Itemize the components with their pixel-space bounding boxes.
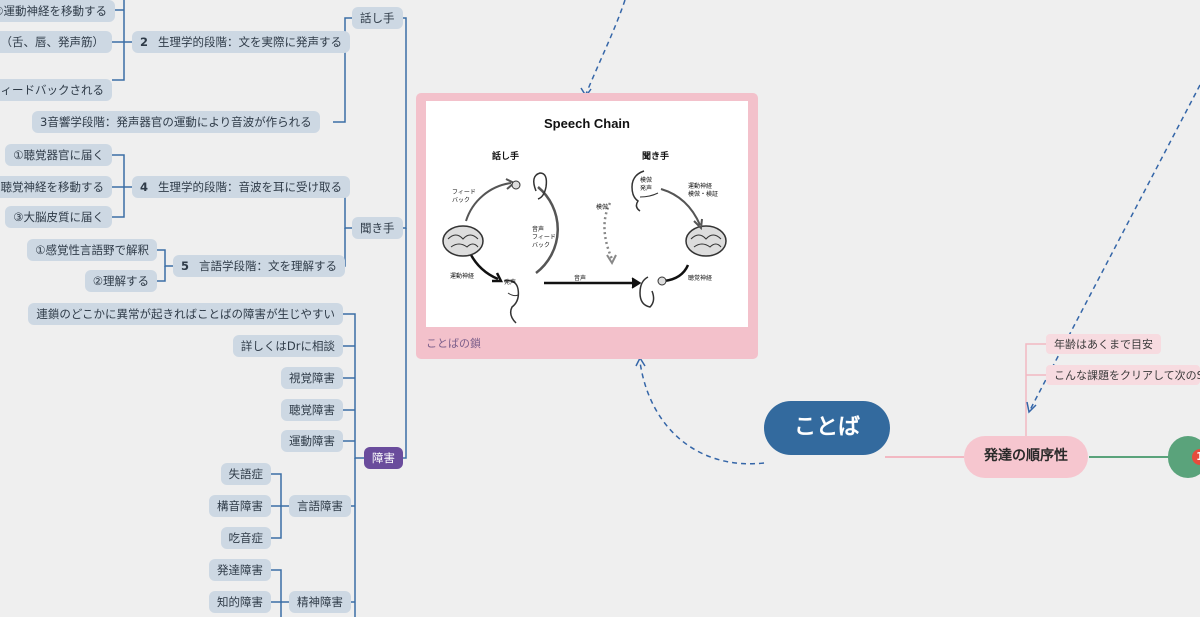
stage4-num: 4 bbox=[140, 180, 149, 194]
number-badge-icon: 1 bbox=[1192, 449, 1200, 465]
figure-title: Speech Chain bbox=[544, 116, 630, 131]
speaker-node[interactable]: 話し手 bbox=[352, 7, 403, 29]
green-topic-node[interactable]: 1 bbox=[1168, 436, 1200, 478]
development-note-tasks[interactable]: こんな課題をクリアして次のS bbox=[1046, 365, 1200, 385]
speech-chain-image-node[interactable]: Speech Chain 話し手 聞き手 bbox=[416, 93, 758, 359]
figure-sound-feedback-line3: バック bbox=[532, 242, 551, 249]
stage2-node[interactable]: 2 生理学的段階：文を実際に発声する bbox=[132, 31, 351, 53]
speaker-item-feedback[interactable]: フィードバックされる bbox=[0, 79, 112, 101]
language-item-articulation[interactable]: 構音障害 bbox=[209, 495, 271, 517]
figure-feedback: フィード バック bbox=[452, 189, 476, 205]
figure-motor-verify-line1: 運動神経 bbox=[688, 183, 713, 190]
disorder-item-visual[interactable]: 視覚障害 bbox=[281, 367, 343, 389]
figure-sound: 音声 bbox=[574, 275, 587, 282]
stage3-node[interactable]: 3音響学段階：発声器官の運動により音波が作られる bbox=[32, 111, 320, 133]
speech-chain-diagram bbox=[442, 170, 727, 324]
figure-speaker-label: 話し手 bbox=[492, 152, 520, 162]
figure-sound-feedback: 音声 フィード バック bbox=[532, 226, 556, 250]
language-disorder-node[interactable]: 言語障害 bbox=[289, 495, 351, 517]
mental-item-intellectual[interactable]: 知的障害 bbox=[209, 591, 271, 613]
disorder-item-chain[interactable]: 連鎖のどこかに異常が起きればことばの障害が生じやすい bbox=[28, 303, 343, 325]
figure-feedback-line2: バック bbox=[452, 197, 471, 204]
stage4-item-3[interactable]: ③大脳皮質に届く bbox=[5, 206, 112, 228]
stage4-item-2[interactable]: り聴覚神経を移動する bbox=[0, 176, 112, 198]
figure-imitation-voice-line1: 模倣 bbox=[640, 177, 653, 184]
figure-sound-feedback-line2: フィード bbox=[532, 234, 556, 241]
stage5-node[interactable]: 5 言語学段階：文を理解する bbox=[173, 255, 346, 277]
stage2-label: 生理学的段階：文を実際に発声する bbox=[158, 35, 343, 49]
development-note-age[interactable]: 年齢はあくまで目安 bbox=[1046, 334, 1161, 354]
speaker-item-motor[interactable]: ②運動神経を移動する bbox=[0, 0, 115, 22]
figure-imitation-voice: 模倣 発声 bbox=[640, 177, 652, 193]
image-caption: ことばの鎖 bbox=[426, 337, 481, 350]
language-item-stuttering[interactable]: 吃音症 bbox=[220, 527, 271, 549]
figure-auditory-nerve: 聴覚神経 bbox=[688, 275, 713, 282]
central-topic[interactable]: ことば bbox=[764, 401, 891, 455]
mental-item-developmental[interactable]: 発達障害 bbox=[209, 559, 271, 581]
figure-motor-verify: 運動神経 模倣・検証 bbox=[688, 183, 718, 199]
figure-motor-nerve: 運動神経 bbox=[450, 273, 475, 280]
figure-motor-verify-line2: 模倣・検証 bbox=[688, 191, 719, 198]
figure-listener-label: 聞き手 bbox=[642, 152, 670, 162]
stage4-label: 生理学的段階：音波を耳に受け取る bbox=[158, 180, 343, 194]
figure-imitation: 模倣 bbox=[596, 204, 609, 211]
stage2-num: 2 bbox=[140, 35, 149, 49]
stage4-node[interactable]: 4 生理学的段階：音波を耳に受け取る bbox=[132, 176, 351, 198]
figure-feedback-line1: フィード bbox=[452, 189, 476, 196]
stage5-num: 5 bbox=[181, 259, 190, 273]
figure-sound-feedback-line1: 音声 bbox=[532, 226, 545, 233]
development-order-node[interactable]: 発達の順序性 bbox=[964, 436, 1088, 478]
stage5-label: 言語学段階：文を理解する bbox=[199, 259, 338, 273]
listener-node[interactable]: 聞き手 bbox=[352, 217, 403, 239]
disorder-item-doctor[interactable]: 詳しくはDrに相談 bbox=[232, 335, 343, 357]
stage5-item-2[interactable]: ②理解する bbox=[84, 270, 157, 292]
stage5-item-1[interactable]: ①感覚性言語野で解釈 bbox=[27, 239, 157, 261]
figure-imitation-voice-line2: 発声 bbox=[640, 185, 653, 192]
speaker-item-organs[interactable]: く（舌、唇、発声筋） bbox=[0, 31, 112, 53]
disorder-node[interactable]: 障害 bbox=[364, 447, 403, 469]
figure-voice: 発声 bbox=[504, 279, 517, 286]
disorder-item-hearing[interactable]: 聴覚障害 bbox=[281, 399, 343, 421]
mental-disorder-node[interactable]: 精神障害 bbox=[289, 591, 351, 613]
speech-chain-figure: Speech Chain 話し手 聞き手 bbox=[426, 101, 748, 327]
language-item-aphasia[interactable]: 失語症 bbox=[220, 463, 271, 485]
disorder-item-motor[interactable]: 運動障害 bbox=[281, 430, 343, 452]
stage4-item-1[interactable]: ①聴覚器官に届く bbox=[5, 144, 112, 166]
